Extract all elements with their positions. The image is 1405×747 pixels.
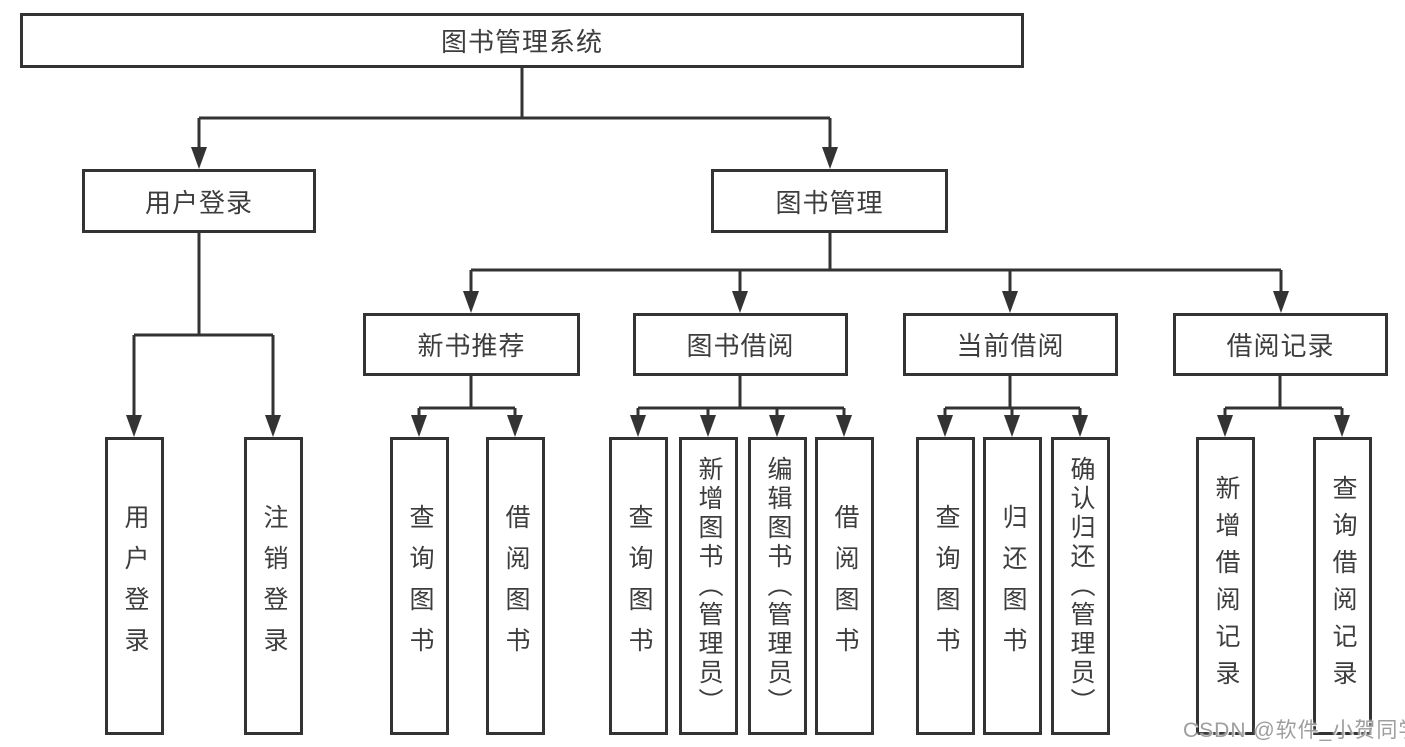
node-leaf-edit-books-admin: 编辑图书（管理员）: [748, 437, 807, 735]
connector-borrow-records-to-children: [1217, 376, 1350, 437]
node-leaf-return-books-label: 归还图书: [999, 504, 1027, 668]
node-new-books: 新书推荐: [363, 313, 580, 376]
node-book-borrowing-label: 图书借阅: [686, 331, 795, 361]
arrowhead: [1273, 291, 1289, 313]
node-leaf-add-books-admin: 新增图书（管理员）: [679, 437, 738, 735]
node-leaf-borrow-books-1-label: 借阅图书: [502, 504, 530, 668]
arrowhead: [191, 147, 207, 169]
arrowhead: [1334, 415, 1350, 437]
node-leaf-query-books-2: 查询图书: [609, 437, 668, 735]
node-leaf-confirm-return-admin-label: 确认归还（管理员）: [1067, 455, 1095, 717]
node-leaf-borrow-books-2-label: 借阅图书: [831, 504, 859, 668]
node-leaf-query-books-1-label: 查询图书: [406, 504, 434, 668]
connector-book-borrowing-to-children: [630, 376, 852, 437]
arrowhead: [1002, 291, 1018, 313]
node-leaf-logout: 注销登录: [244, 437, 303, 735]
node-leaf-edit-books-admin-label: 编辑图书（管理员）: [764, 455, 792, 717]
node-leaf-add-borrow-record-label: 新增借阅记录: [1212, 475, 1240, 697]
node-leaf-user-login-label: 用户登录: [121, 504, 149, 668]
arrowhead: [265, 415, 281, 437]
node-leaf-query-books-1: 查询图书: [390, 437, 449, 735]
arrowhead: [769, 415, 785, 437]
node-leaf-logout-label: 注销登录: [260, 504, 288, 668]
node-user-login-branch: 用户登录: [82, 169, 316, 233]
arrowhead: [630, 415, 646, 437]
node-root-system: 图书管理系统: [20, 13, 1024, 68]
node-leaf-confirm-return-admin: 确认归还（管理员）: [1051, 437, 1110, 735]
arrowhead: [1004, 415, 1020, 437]
node-leaf-return-books: 归还图书: [983, 437, 1042, 735]
node-borrow-records-label: 借阅记录: [1226, 331, 1335, 361]
node-leaf-query-borrow-record-label: 查询借阅记录: [1329, 475, 1357, 697]
arrowhead: [411, 415, 427, 437]
node-leaf-borrow-books-1: 借阅图书: [486, 437, 545, 735]
node-current-borrowing: 当前借阅: [903, 313, 1118, 376]
arrowhead: [700, 415, 716, 437]
node-leaf-query-books-3: 查询图书: [916, 437, 975, 735]
node-root-label: 图书管理系统: [440, 27, 603, 57]
node-leaf-user-login: 用户登录: [105, 437, 164, 735]
connector-new-books-to-children: [411, 376, 523, 437]
node-new-books-label: 新书推荐: [417, 331, 526, 361]
connector-user-login-to-children: [126, 233, 281, 437]
node-book-management-branch-label: 图书管理: [775, 187, 884, 218]
node-leaf-query-books-2-label: 查询图书: [625, 504, 653, 668]
node-user-login-branch-label: 用户登录: [144, 187, 253, 218]
node-leaf-query-books-3-label: 查询图书: [932, 504, 960, 668]
csdn-watermark: CSDN @软件_小贺同学: [1183, 719, 1405, 742]
connector-book-management-to-children: [463, 233, 1289, 313]
arrowhead: [836, 415, 852, 437]
arrowhead: [1217, 415, 1233, 437]
node-current-borrowing-label: 当前借阅: [956, 331, 1065, 361]
node-leaf-add-books-admin-label: 新增图书（管理员）: [695, 455, 723, 717]
arrowhead: [126, 415, 142, 437]
node-leaf-query-borrow-record: 查询借阅记录: [1313, 437, 1372, 735]
node-book-management-branch: 图书管理: [711, 169, 948, 233]
node-book-borrowing: 图书借阅: [633, 313, 848, 376]
arrowhead: [507, 415, 523, 437]
node-leaf-add-borrow-record: 新增借阅记录: [1196, 437, 1255, 735]
connector-root-to-children: [191, 68, 838, 169]
node-leaf-borrow-books-2: 借阅图书: [815, 437, 874, 735]
connector-current-borrowing-to-children: [937, 376, 1088, 437]
node-borrow-records: 借阅记录: [1173, 313, 1388, 376]
arrowhead: [1072, 415, 1088, 437]
arrowhead: [822, 147, 838, 169]
arrowhead: [732, 291, 748, 313]
arrowhead: [463, 291, 479, 313]
arrowhead: [937, 415, 953, 437]
